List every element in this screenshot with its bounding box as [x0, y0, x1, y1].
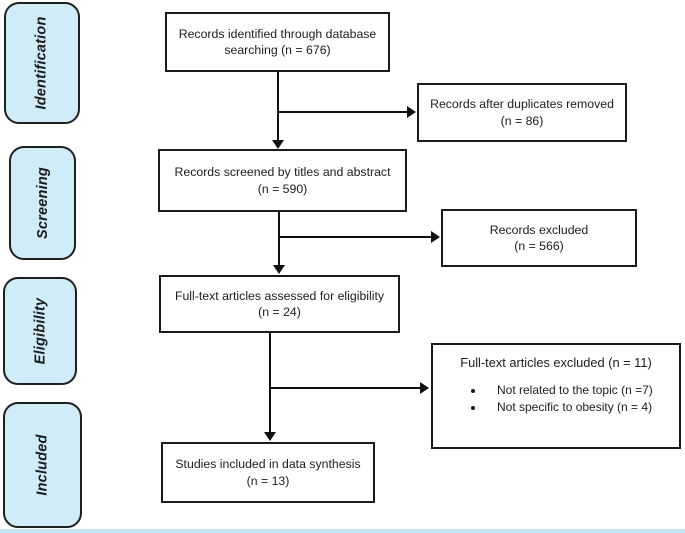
arrow-down-icon	[273, 265, 285, 274]
box-text-line: Records after duplicates removed	[430, 97, 614, 111]
box-text-line: (n = 590)	[257, 181, 308, 196]
stage-box-screening: Screening	[9, 146, 76, 260]
connector-line	[269, 333, 271, 432]
stage-label-included: Included	[34, 434, 51, 496]
connector-line	[277, 111, 407, 113]
stage-label-identification: Identification	[34, 16, 50, 110]
box-text-line: Studies included in data synthesis	[175, 457, 361, 471]
exclusion-reasons-list: Not related to the topic (n =7) Not spec…	[433, 382, 679, 416]
box-records-screened: Records screened by titles and abstract …	[158, 149, 407, 212]
box-text-line: Full-text articles assessed for eligibil…	[174, 288, 385, 303]
exclusion-reason: Not related to the topic (n =7)	[485, 382, 679, 398]
arrow-right-icon	[431, 231, 440, 243]
stage-box-identification: Identification	[4, 2, 80, 124]
box-text-line: Records identified through database	[178, 26, 377, 41]
connector-line	[278, 236, 432, 238]
exclusion-reason: Not specific to obesity (n = 4)	[485, 399, 679, 415]
box-fulltext-assessed: Full-text articles assessed for eligibil…	[159, 275, 400, 333]
bottom-divider-bar	[0, 529, 685, 533]
stage-label-screening: Screening	[34, 167, 51, 239]
connector-line	[278, 212, 280, 265]
box-included-synthesis: Studies included in data synthesis (n = …	[161, 442, 375, 503]
box-duplicates-removed: Records after duplicates removed (n = 86…	[417, 83, 627, 142]
box-text-line: (n = 13)	[246, 473, 290, 488]
box-text-line: Records screened by titles and abstract	[174, 165, 391, 179]
connector-line	[269, 387, 421, 389]
box-fulltext-excluded: Full-text articles excluded (n = 11) Not…	[431, 343, 681, 449]
box-text-line: (n = 24)	[258, 305, 301, 319]
arrow-right-icon	[420, 382, 429, 394]
arrow-down-icon	[264, 432, 276, 441]
stage-box-included: Included	[3, 402, 82, 528]
box-text-line: searching (n = 676)	[224, 43, 331, 57]
arrow-right-icon	[407, 106, 416, 118]
stage-label-eligibility: Eligibility	[32, 297, 48, 365]
box-text-line: (n = 566)	[514, 239, 564, 253]
box-text-line: (n = 86)	[500, 113, 544, 128]
box-records-excluded: Records excluded (n = 566)	[441, 209, 637, 267]
connector-line	[277, 72, 279, 140]
stage-box-eligibility: Eligibility	[3, 277, 77, 385]
arrow-down-icon	[272, 140, 284, 149]
box-text-line: Records excluded	[489, 222, 589, 237]
box-text-line: Full-text articles excluded (n = 11)	[460, 355, 652, 370]
box-records-identified: Records identified through database sear…	[165, 12, 390, 72]
